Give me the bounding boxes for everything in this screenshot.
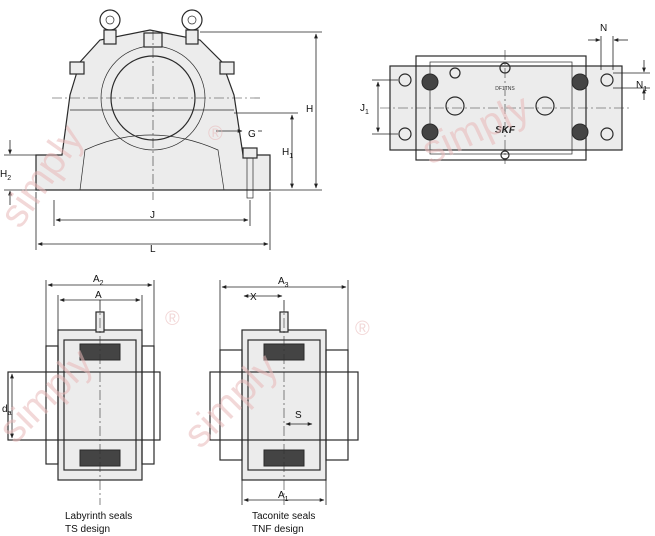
- dim-label-H1: H1: [282, 147, 293, 160]
- dim-label-da: da: [2, 404, 12, 417]
- dim-label-A2: A2: [93, 274, 104, 287]
- section-view-taconite: [209, 280, 359, 505]
- dim-label-H2: H2: [0, 169, 11, 182]
- brand-logo: SKF: [495, 125, 516, 136]
- dim-label-X: X: [250, 292, 257, 303]
- section-view-labyrinth: [7, 280, 161, 505]
- dim-label-J1: J1: [360, 103, 369, 116]
- top-view: [372, 36, 650, 164]
- dim-label-A: A: [95, 290, 102, 301]
- caption-ts-design: TS design: [65, 524, 110, 535]
- eyebolt-right: [181, 9, 203, 45]
- eyebolt-left: [99, 9, 121, 45]
- dim-label-S: S: [295, 410, 302, 421]
- dim-label-L: L: [150, 244, 156, 255]
- caption-labyrinth-seals: Labyrinth seals: [65, 511, 132, 522]
- dim-label-G: G: [248, 129, 256, 140]
- caption-tnf-design: TNF design: [252, 524, 304, 535]
- housing-marking: DF1TNS: [495, 86, 515, 92]
- watermark-mark-3: ®: [355, 318, 370, 340]
- watermark-mark-2: ®: [165, 308, 180, 330]
- dim-label-J: J: [150, 210, 155, 221]
- dim-label-A1: A1: [278, 490, 289, 503]
- dim-label-N: N: [600, 23, 607, 34]
- dim-label-N1: N1: [636, 80, 647, 93]
- caption-taconite-seals: Taconite seals: [252, 511, 315, 522]
- watermark-mark-1: ®: [208, 123, 223, 145]
- dim-label-H: H: [306, 104, 313, 115]
- dim-label-A3: A3: [278, 276, 289, 289]
- front-view: [4, 9, 322, 250]
